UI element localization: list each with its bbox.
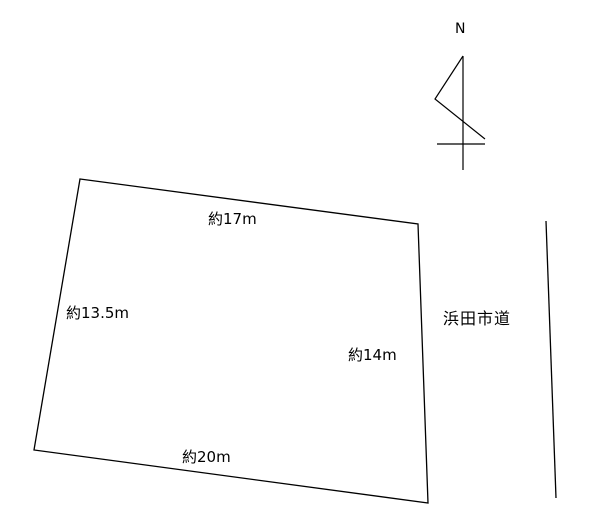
bottom-dimension-label: 約20m bbox=[182, 448, 231, 466]
plot-boundary bbox=[33, 178, 429, 504]
north-label: N bbox=[455, 21, 466, 37]
left-dimension-label: 約13.5m bbox=[66, 304, 130, 322]
right-dimension-label: 約14m bbox=[348, 346, 397, 364]
road-line bbox=[545, 220, 557, 499]
road-name-label: 浜田市道 bbox=[443, 309, 512, 328]
top-dimension-label: 約17m bbox=[208, 210, 257, 228]
north-arrow-icon bbox=[434, 55, 486, 170]
